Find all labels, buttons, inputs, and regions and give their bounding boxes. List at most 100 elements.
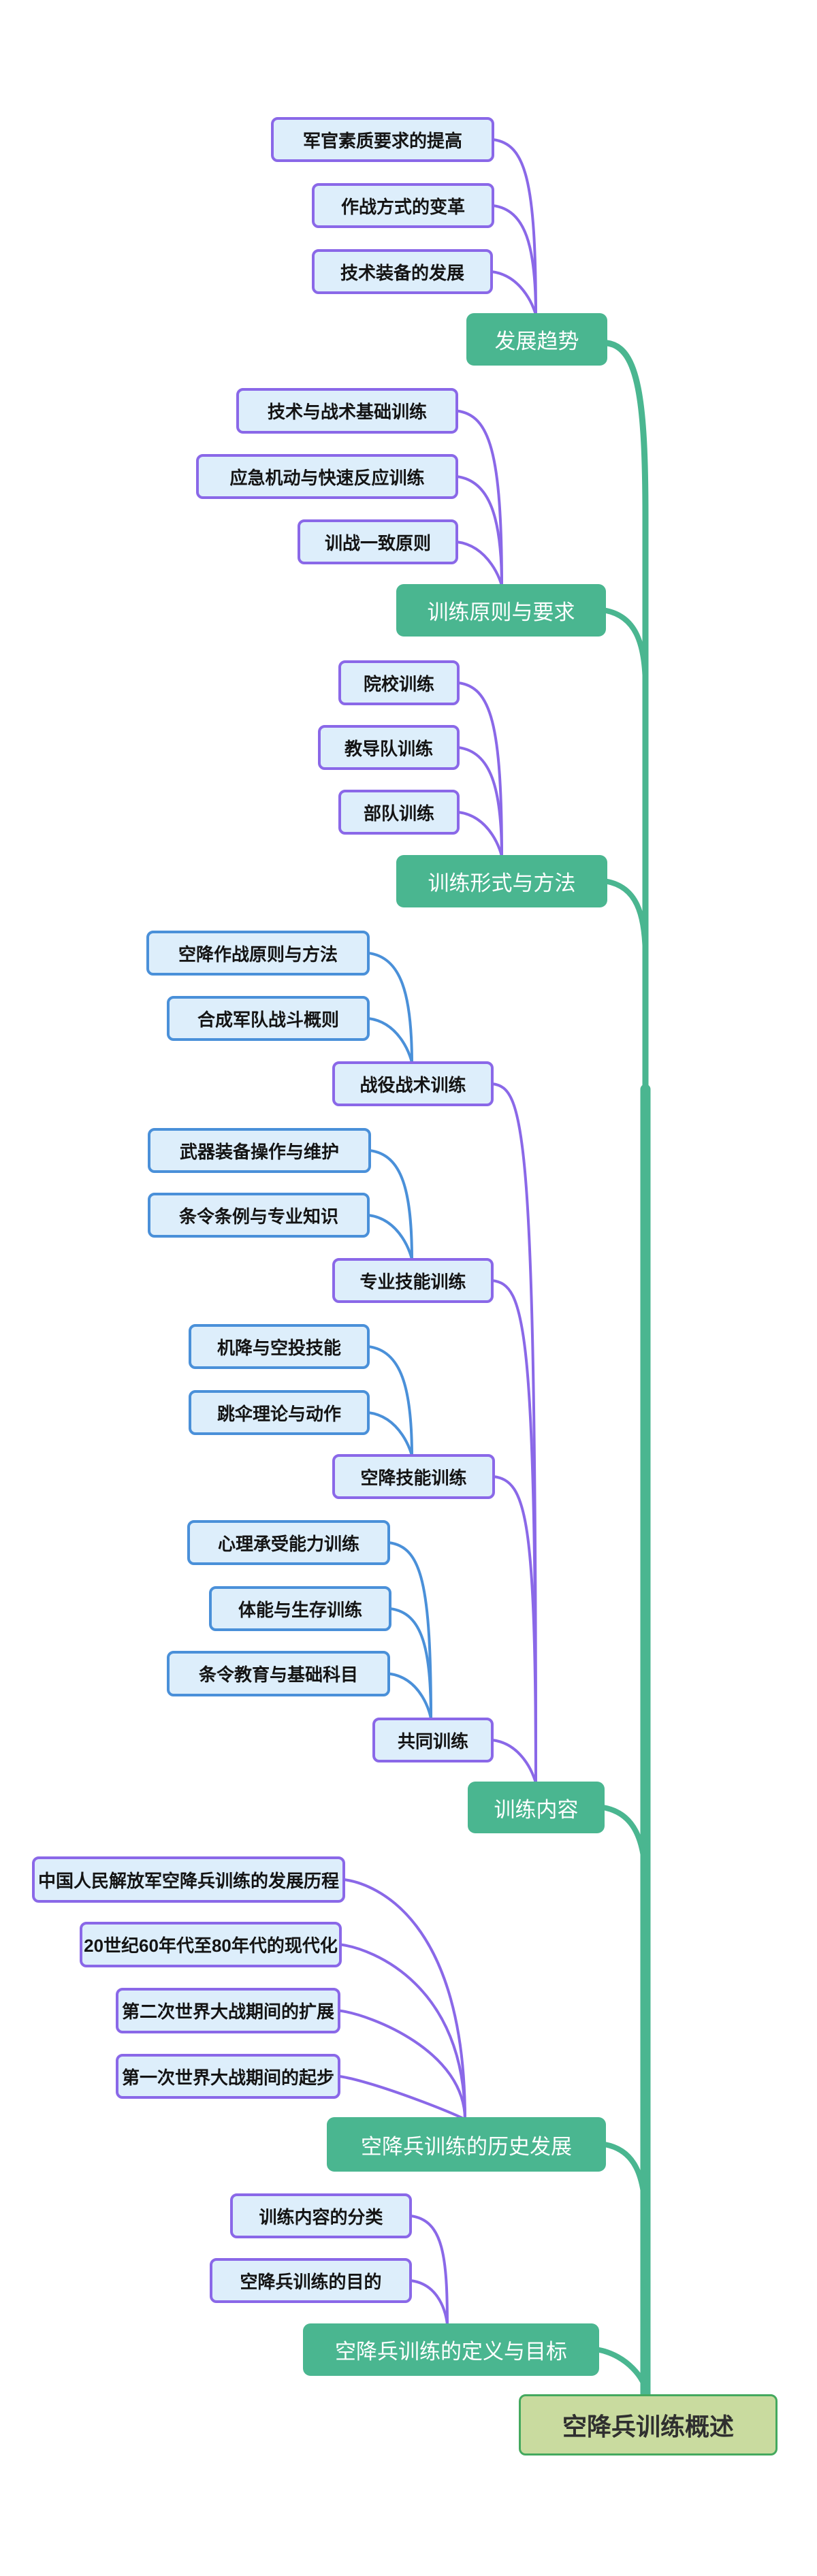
leaf-tech-tactics-basic-training-label: 技术与战术基础训练	[267, 402, 427, 422]
edge-leaf-training-content-classification	[409, 2215, 449, 2328]
leaf-psychological-endurance-training[interactable]: 心理承受能力训练	[187, 1520, 390, 1565]
leaf-parachute-theory-actions[interactable]: 跳伞理论与动作	[189, 1390, 370, 1435]
leaf-tech-tactics-basic-training[interactable]: 技术与战术基础训练	[236, 388, 458, 434]
edge-leaf-airborne-ops-principles-methods	[367, 952, 413, 1065]
leaf-regulations-professional-knowledge[interactable]: 条令条例与专业知识	[148, 1193, 370, 1238]
topic-development-trends-label: 发展趋势	[494, 329, 579, 353]
leaf-tech-equipment-development[interactable]: 技术装备的发展	[312, 249, 493, 294]
leaf-combined-arms-combat-rules[interactable]: 合成军队战斗概则	[167, 996, 370, 1041]
topic-history-development[interactable]: 空降兵训练的历史发展	[327, 2117, 606, 2172]
edge-topic-training-content	[600, 1805, 648, 1888]
leaf-airborne-ops-principles-methods[interactable]: 空降作战原则与方法	[146, 931, 370, 976]
leaf-instructor-team-training-label: 教导队训练	[344, 738, 433, 759]
edge-sub-common-training	[491, 1739, 537, 1786]
edge-leaf-combat-mode-reform	[492, 204, 537, 317]
edge-leaf-regulations-professional-knowledge	[367, 1214, 413, 1262]
sub-airborne-skill-training[interactable]: 空降技能训练	[332, 1454, 495, 1499]
leaf-combat-mode-reform[interactable]: 作战方式的变革	[312, 183, 494, 228]
leaf-parachute-theory-actions-label: 跳伞理论与动作	[217, 1403, 341, 1424]
edge-topic-training-principles-requirements	[602, 607, 648, 692]
edge-leaf-helicopter-airdrop-skills	[367, 1345, 413, 1458]
leaf-emergency-mobility-rapid-response-label: 应急机动与快速反应训练	[229, 467, 425, 488]
leaf-weapon-equipment-operation-maintenance[interactable]: 武器装备操作与维护	[148, 1128, 371, 1173]
leaf-combat-mode-reform-label: 作战方式的变革	[340, 196, 465, 217]
leaf-airborne-training-purpose-label: 空降兵训练的目的	[240, 2271, 382, 2292]
topic-training-content-label: 训练内容	[494, 1797, 579, 1822]
sub-campaign-tactics-training[interactable]: 战役战术训练	[332, 1061, 494, 1106]
leaf-regulation-education-basic-subjects-label: 条令教育与基础科目	[198, 1664, 358, 1685]
edge-leaf-weapon-equipment-operation-maintenance	[368, 1149, 413, 1262]
edge-leaf-instructor-team-training	[457, 746, 503, 859]
edge-topic-history-development	[602, 2142, 648, 2225]
leaf-1960s-1980s-modernization-label: 20世纪60年代至80年代的现代化	[84, 1935, 338, 1956]
leaf-wwi-beginning[interactable]: 第一次世界大战期间的起步	[116, 2054, 340, 2099]
edge-leaf-tech-equipment-development	[490, 270, 537, 317]
leaf-academy-training-label: 院校训练	[363, 673, 434, 694]
edge-leaf-wwii-expansion	[338, 2009, 466, 2121]
sub-common-training-label: 共同训练	[397, 1730, 468, 1752]
topic-training-principles-requirements[interactable]: 训练原则与要求	[396, 584, 606, 637]
edge-leaf-tech-tactics-basic-training	[455, 409, 503, 588]
leaf-physical-survival-training[interactable]: 体能与生存训练	[209, 1586, 391, 1631]
edge-sub-professional-skill-training	[491, 1279, 537, 1786]
leaf-regulations-professional-knowledge-label: 条令条例与专业知识	[178, 1206, 338, 1227]
edge-leaf-combined-arms-combat-rules	[367, 1017, 413, 1065]
sub-campaign-tactics-training-label: 战役战术训练	[359, 1074, 466, 1095]
leaf-weapon-equipment-operation-maintenance-label: 武器装备操作与维护	[179, 1141, 339, 1162]
edge-sub-campaign-tactics-training	[491, 1082, 537, 1786]
leaf-instructor-team-training[interactable]: 教导队训练	[318, 725, 460, 770]
topic-training-content[interactable]: 训练内容	[468, 1782, 605, 1833]
topic-development-trends[interactable]: 发展趋势	[466, 313, 607, 366]
leaf-wwi-beginning-label: 第一次世界大战期间的起步	[121, 2067, 334, 2088]
leaf-combined-arms-combat-rules-label: 合成军队战斗概则	[197, 1009, 339, 1030]
edge-topic-definition-goals	[595, 2347, 648, 2394]
edge-leaf-pla-airborne-training-history	[342, 1878, 466, 2121]
edge-topic-training-forms-methods	[603, 878, 648, 963]
root-node-airborne-training-overview-label: 空降兵训练概述	[562, 2413, 734, 2441]
edge-leaf-officer-quality-improvement	[492, 138, 537, 317]
edge-sub-airborne-skill-training	[492, 1475, 537, 1786]
sub-common-training[interactable]: 共同训练	[372, 1718, 494, 1762]
sub-professional-skill-training[interactable]: 专业技能训练	[332, 1258, 494, 1303]
leaf-wwii-expansion-label: 第二次世界大战期间的扩展	[121, 2001, 334, 2022]
topic-definition-goals[interactable]: 空降兵训练的定义与目标	[303, 2323, 599, 2376]
leaf-officer-quality-improvement-label: 军官素质要求的提高	[302, 130, 462, 151]
leaf-helicopter-airdrop-skills-label: 机降与空投技能	[217, 1337, 341, 1358]
edge-leaf-unit-training	[457, 811, 503, 859]
topic-training-forms-methods-label: 训练形式与方法	[428, 871, 576, 895]
leaf-tech-equipment-development-label: 技术装备的发展	[340, 262, 464, 283]
topic-training-principles-requirements-label: 训练原则与要求	[427, 600, 575, 624]
leaf-1960s-1980s-modernization[interactable]: 20世纪60年代至80年代的现代化	[80, 1922, 342, 1967]
edge-leaf-physical-survival-training	[389, 1607, 432, 1722]
leaf-pla-airborne-training-history[interactable]: 中国人民解放军空降兵训练的发展历程	[32, 1856, 345, 1903]
leaf-unit-training-label: 部队训练	[363, 803, 434, 824]
topic-definition-goals-label: 空降兵训练的定义与目标	[335, 2340, 567, 2364]
leaf-academy-training[interactable]: 院校训练	[338, 660, 460, 705]
edge-leaf-1960s-1980s-modernization	[339, 1943, 466, 2121]
edge-leaf-train-combat-consistency	[455, 541, 503, 588]
leaf-regulation-education-basic-subjects[interactable]: 条令教育与基础科目	[167, 1651, 390, 1696]
leaf-psychological-endurance-training-label: 心理承受能力训练	[217, 1533, 359, 1554]
edge-leaf-academy-training	[457, 681, 503, 859]
leaf-officer-quality-improvement[interactable]: 军官素质要求的提高	[271, 117, 494, 162]
root-node-airborne-training-overview[interactable]: 空降兵训练概述	[519, 2394, 778, 2456]
edge-leaf-wwi-beginning	[338, 2075, 466, 2121]
leaf-pla-airborne-training-history-label: 中国人民解放军空降兵训练的发展历程	[37, 1870, 339, 1891]
edge-leaf-regulation-education-basic-subjects	[387, 1672, 432, 1722]
leaf-training-content-classification-label: 训练内容的分类	[259, 2206, 383, 2227]
topic-history-development-label: 空降兵训练的历史发展	[361, 2134, 572, 2159]
sub-professional-skill-training-label: 专业技能训练	[359, 1271, 466, 1292]
leaf-wwii-expansion[interactable]: 第二次世界大战期间的扩展	[116, 1988, 340, 2033]
leaf-train-combat-consistency-label: 训战一致原则	[324, 532, 431, 553]
leaf-train-combat-consistency[interactable]: 训战一致原则	[298, 519, 458, 564]
leaf-helicopter-airdrop-skills[interactable]: 机降与空投技能	[189, 1324, 370, 1369]
leaf-emergency-mobility-rapid-response[interactable]: 应急机动与快速反应训练	[196, 454, 458, 499]
topic-training-forms-methods[interactable]: 训练形式与方法	[396, 855, 607, 907]
trunk-upper	[604, 340, 649, 1099]
leaf-training-content-classification[interactable]: 训练内容的分类	[230, 2193, 412, 2238]
leaf-unit-training[interactable]: 部队训练	[338, 790, 460, 835]
leaf-airborne-ops-principles-methods-label: 空降作战原则与方法	[178, 944, 338, 965]
leaf-airborne-training-purpose[interactable]: 空降兵训练的目的	[210, 2258, 412, 2303]
edge-leaf-psychological-endurance-training	[387, 1541, 432, 1722]
